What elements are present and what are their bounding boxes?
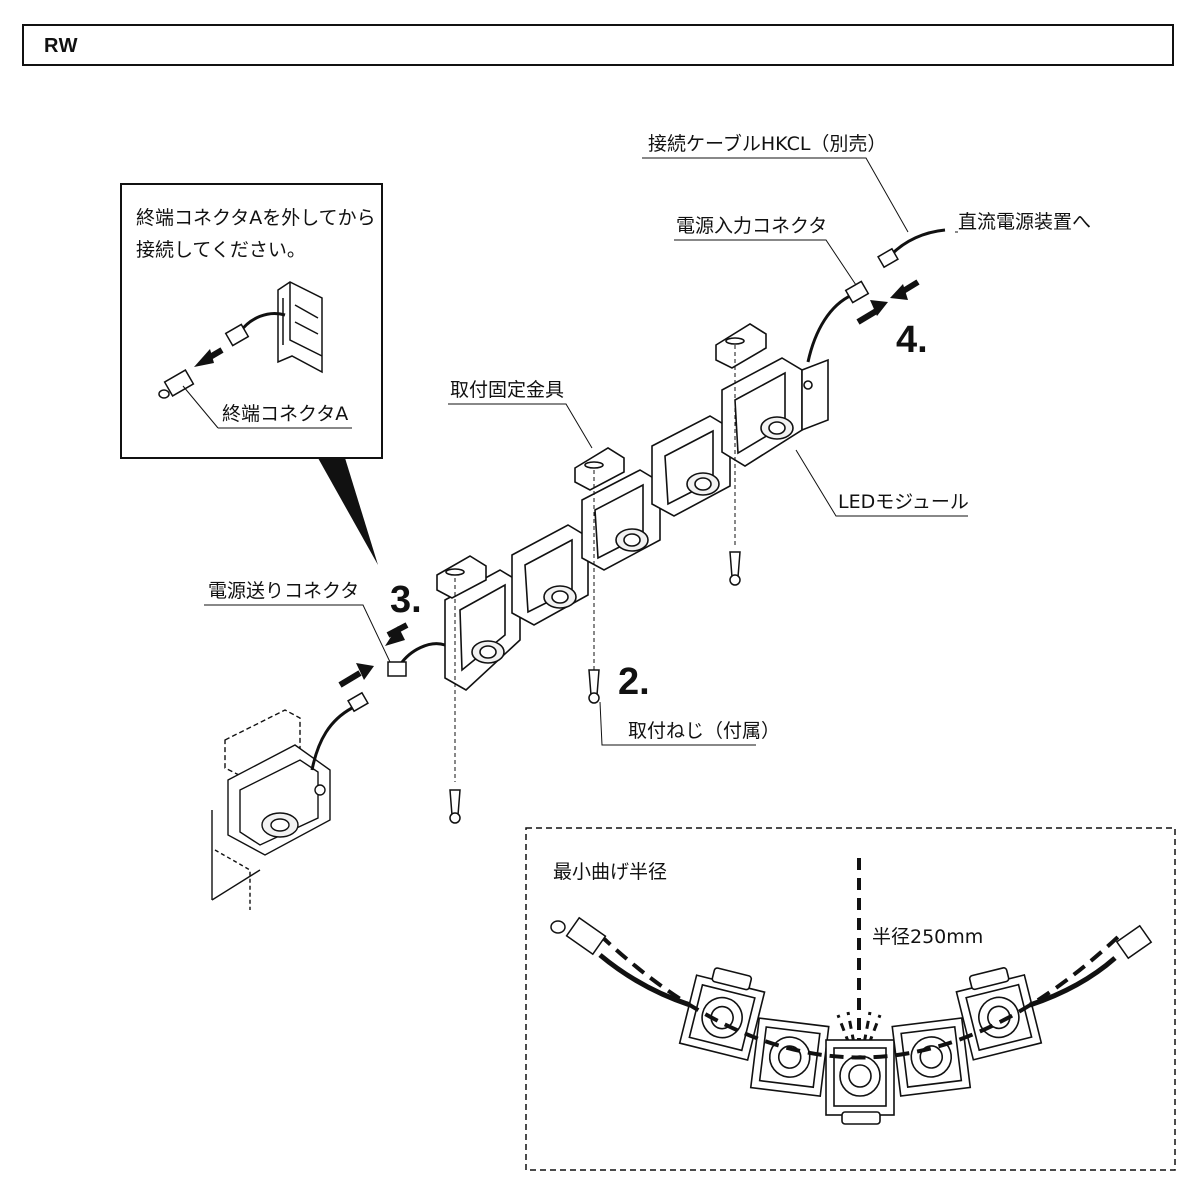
step-2-number: 2. [618,661,650,703]
screw-guide-lines [454,345,736,782]
leader-lines [204,157,968,746]
inset-title: 最小曲げ半径 [553,861,667,883]
callout-line2: 接続してください。 [136,239,306,261]
inset-radius: 半径250mm [872,926,983,948]
step4-arrow-left-icon [856,307,880,325]
callout-line1: 終端コネクタAを外してから [136,207,376,229]
callout-pointer [318,458,378,565]
label-mounting-screw: 取付ねじ（付属） [628,720,780,742]
terminal-connector-a-icon [158,369,195,399]
callout-connector-plug [224,323,250,347]
callout-module-sketch [277,281,323,374]
label-mounting-bracket: 取付固定金具 [450,379,564,401]
power-input-connector-icon [844,280,870,304]
hkcl-cable [888,228,946,258]
step-4-number: 4. [896,319,928,361]
hkcl-plug-icon [877,247,899,269]
callout-arrowhead-icon [194,349,214,367]
label-cable-hkcl: 接続ケーブルHKCL（別売） [648,132,886,155]
led-module-assembly [436,323,829,691]
label-to-dc-power: 直流電源装置へ [958,211,1091,233]
step-3-number: 3. [390,579,422,621]
label-power-input-connector: 電源入力コネクタ [676,215,827,237]
terminal-connector-leader [182,385,219,429]
label-power-feed-connector: 電源送りコネクタ [208,580,359,602]
label-led-module: LEDモジュール [838,491,969,513]
fixture-plug-icon [347,691,369,713]
mounting-screw-icon [449,551,741,824]
power-feed-connector [387,642,446,677]
callout-box: 終端コネクタAを外してから 接続してください。 終端コネクタA [120,183,383,565]
existing-fixture-sketch [211,709,331,910]
step3-insert-arrow-icon [338,670,362,688]
header-box: RW [22,24,1174,66]
header-title: RW [44,35,78,57]
bend-radius-inset: 最小曲げ半径 半径250mm [525,827,1176,1171]
label-terminal-connector-a: 終端コネクタA [222,403,348,425]
power-input-cable [806,293,853,363]
